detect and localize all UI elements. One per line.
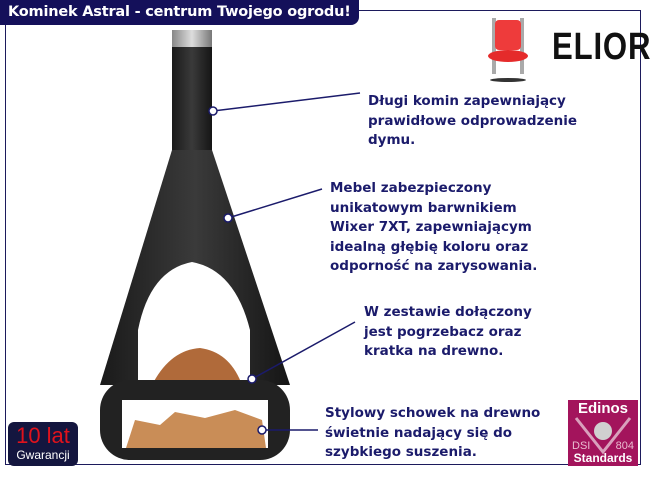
certificate-code-left: DSI	[572, 440, 591, 452]
check-mark-icon	[574, 417, 632, 455]
callout-accessories: W zestawie dołączony jest pogrzebacz ora…	[364, 304, 532, 359]
certificate-name: Edinos	[577, 400, 628, 417]
page-title: Kominek Astral - centrum Twojego ogrodu!	[0, 0, 359, 25]
brand-logo: ELIOR	[552, 26, 650, 68]
callout-chimney: Długi komin zapewniający prawidłowe odpr…	[368, 93, 577, 148]
warranty-badge: 10 lat Gwarancji	[8, 422, 78, 466]
callout-coating: Mebel zabezpieczony unikatowym barwnikie…	[330, 180, 538, 274]
certificate-code-right: 804	[615, 440, 634, 452]
edinos-certificate-badge: Edinos DSI 804 Standards	[568, 400, 638, 466]
callout-wood-storage: Stylowy schowek na drewno świetnie nadaj…	[325, 405, 541, 460]
warranty-label: Gwarancji	[16, 448, 70, 462]
warranty-years: 10 lat	[16, 423, 70, 448]
red-chair-icon	[488, 18, 528, 82]
certificate-label: Standards	[573, 451, 633, 465]
